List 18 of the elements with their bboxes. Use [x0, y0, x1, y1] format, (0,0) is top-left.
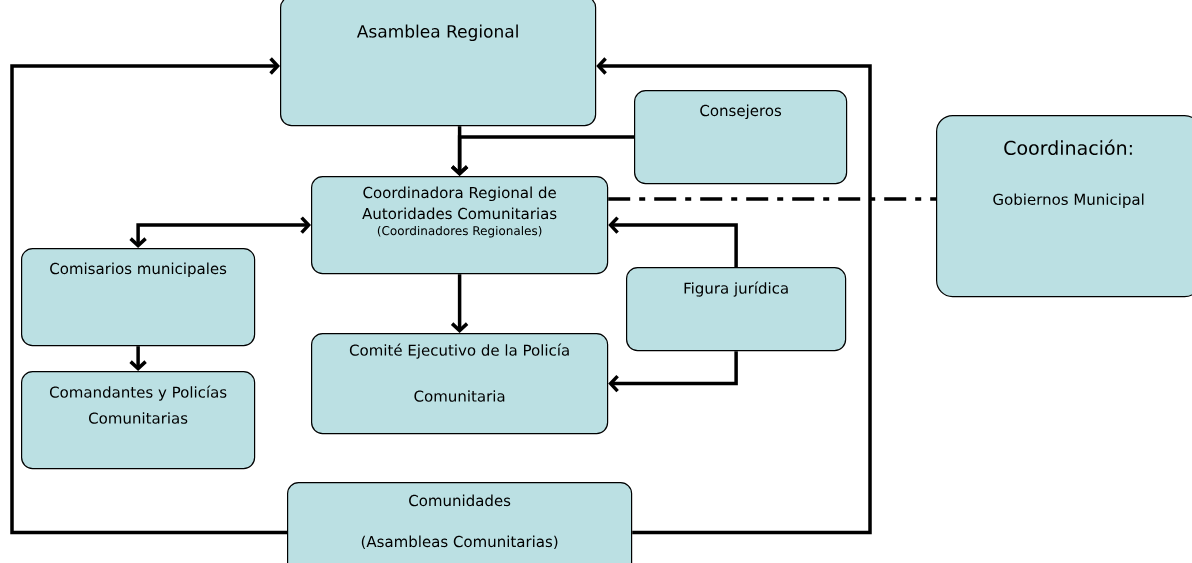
arrow	[129, 346, 147, 371]
process-box: Asamblea Regional	[280, 0, 597, 127]
process-box: Consejeros	[634, 90, 848, 185]
process-box: Comandantes y Policías Comunitarias	[21, 371, 256, 470]
process-box: Coordinadora Regional de Autoridades Comunitarias (Coordinadores Regionales)	[311, 176, 609, 275]
process-box: Comisarios municipales	[21, 248, 256, 347]
arrow	[608, 351, 738, 393]
process-box: Comunidades (Asambleas Comunitarias)	[287, 482, 633, 563]
process-box: Coordinación: Gobiernos Municipal	[936, 115, 1192, 298]
arrow	[450, 135, 634, 176]
arrow	[10, 57, 287, 535]
arrow	[608, 216, 738, 267]
arrow	[596, 57, 872, 535]
connector-line	[608, 197, 936, 201]
arrow	[450, 274, 469, 333]
process-box: Comité Ejecutivo de la Policía Comunitaria	[311, 333, 609, 435]
process-box: Figura jurídica	[626, 267, 847, 352]
arrow	[129, 216, 311, 248]
